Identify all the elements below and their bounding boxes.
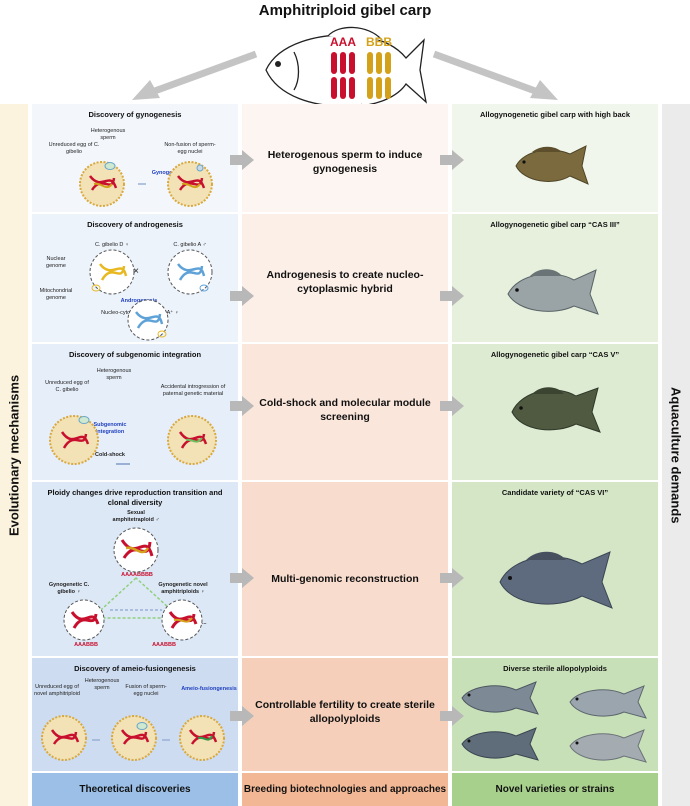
sterile-fish-a xyxy=(461,681,539,715)
biotech-text-4: Multi-genomic reconstruction xyxy=(271,573,419,585)
sterile-fish-b xyxy=(569,685,647,719)
dots-label-4: ...... xyxy=(197,620,207,626)
nuclear-label-2: Nuclear genome xyxy=(46,256,66,269)
theory-cell-3: Discovery of subgenomic integration Unre… xyxy=(32,344,238,480)
variety-title-1: Allogynogenetic gibel carp with high bac… xyxy=(479,110,631,119)
sperm-label-5: Heterogenous sperm xyxy=(84,678,120,691)
process-label-2: Androgenesis xyxy=(120,298,158,304)
arrow-right-icon-1b xyxy=(440,150,464,170)
fish-photo-3 xyxy=(511,387,601,433)
ploidy-illustrations xyxy=(63,527,203,641)
arrow-top-right-icon xyxy=(432,50,558,100)
arrow-right-icon-3b xyxy=(440,396,464,416)
male-label-2: C. gibelio A ♂ xyxy=(173,242,207,248)
right-side-label: Aquaculture demands xyxy=(668,386,684,524)
fish-photo-1 xyxy=(515,145,589,185)
theory-title-3: Discovery of subgenomic integration xyxy=(68,350,202,359)
sperm-label-3: Heterogenous sperm xyxy=(96,368,132,381)
theory-cell-5: Discovery of ameio-fusiongenesis Unreduc… xyxy=(32,658,238,771)
biotech-cell-5: Controllable fertility to create sterile… xyxy=(242,658,448,771)
fish-photos-5 xyxy=(461,681,647,763)
cross-symbol-2: × xyxy=(133,266,139,277)
arrow-right-icon-2b xyxy=(440,286,464,306)
diagram-title: Amphitriploid gibel carp xyxy=(258,2,432,19)
footer-right: Novel varieties or strains xyxy=(452,773,658,806)
process-label-1: Gynogenesis xyxy=(151,170,187,176)
gyno-label-4b: Gynogenetic novel amphitriploids ♀ xyxy=(158,582,208,595)
biotech-text-3: Cold-shock and molecular module screenin… xyxy=(259,397,431,424)
theory-title-1: Discovery of gynogenesis xyxy=(88,110,182,119)
variety-title-4: Candidate variety of “CAS VI” xyxy=(501,488,609,497)
process-label-3: Subgenomic integration xyxy=(93,422,127,435)
sperm-label-1: Heterogenous sperm xyxy=(90,128,126,141)
theory-cell-2: Discovery of androgenesis C. gibelio D ♀… xyxy=(32,214,238,342)
arrow-right-icon-4a xyxy=(230,568,254,588)
egg-label-5: Unreduced egg of novel amphitriploid xyxy=(34,684,80,697)
subgenomic-illustrations xyxy=(49,415,217,465)
sterile-fish-c xyxy=(461,727,539,761)
variety-cell-5: Diverse sterile allopolyploids xyxy=(452,658,658,771)
biotech-cell-2: Androgenesis to create nucleo-cytoplasmi… xyxy=(242,214,448,342)
genome-label-aaa: AAA xyxy=(330,35,356,49)
left-side-panel: Evolutionary mechanisms xyxy=(0,104,28,806)
top-fish-illustration: AAA BBB xyxy=(265,26,427,111)
sterile-fish-d xyxy=(569,729,647,763)
fish-photo-4 xyxy=(499,551,613,609)
arrow-right-icon-4b xyxy=(440,568,464,588)
variety-cell-3: Allogynogenetic gibel carp “CAS V” xyxy=(452,344,658,480)
variety-title-2: Allogynogenetic gibel carp “CAS III” xyxy=(490,220,620,229)
arrow-right-icon-5a xyxy=(230,706,254,726)
introgression-label-3: Accidental introgression of paternal gen… xyxy=(160,384,226,397)
biotech-cell-4: Multi-genomic reconstruction xyxy=(242,482,448,656)
arrow-right-icon-3a xyxy=(230,396,254,416)
shock-label-3: Cold-shock xyxy=(95,452,125,458)
arrow-right-icon-5b xyxy=(440,706,464,726)
variety-title-5: Diverse sterile allopolyploids xyxy=(503,664,607,673)
chromosomes-aaa xyxy=(331,52,355,99)
theory-cell-1: Discovery of gynogenesis Unreduced egg o… xyxy=(32,104,238,212)
variety-cell-4: Candidate variety of “CAS VI” xyxy=(452,482,658,656)
footer-middle: Breeding biotechnologies and approaches xyxy=(242,773,448,806)
arrow-right-icon-2a xyxy=(230,286,254,306)
ameio-illustrations xyxy=(41,715,225,761)
seq-label-4b: AAABBB xyxy=(74,642,98,648)
mito-label-2: Mitochondrial genome xyxy=(39,288,73,301)
theory-title-2: Discovery of androgenesis xyxy=(87,220,183,229)
chromosomes-bbb xyxy=(367,52,391,99)
variety-cell-1: Allogynogenetic gibel carp with high bac… xyxy=(452,104,658,212)
gyno-egg-illustrations xyxy=(79,161,213,207)
egg-label-3: Unreduced egg of C. gibelio xyxy=(45,380,89,393)
arrow-top-left-icon xyxy=(132,50,258,100)
right-side-panel: Aquaculture demands xyxy=(662,104,690,806)
andro-illustrations xyxy=(89,249,213,341)
female-label-2: C. gibelio D ♀ xyxy=(94,242,130,248)
nonfusion-label-1: Non-fusion of sperm-egg nuclei xyxy=(164,142,216,155)
variety-title-3: Allogynogenetic gibel carp “CAS V” xyxy=(490,350,620,359)
biotech-cell-1: Heterogenous sperm to induce gynogenesis xyxy=(242,104,448,212)
seq-label-4c: AAABBB xyxy=(152,642,176,648)
theory-cell-4: Ploidy changes drive reproduction transi… xyxy=(32,482,238,656)
theory-title-4: Ploidy changes drive reproduction transi… xyxy=(47,488,223,508)
genome-label-bbb: BBB xyxy=(366,35,392,49)
gyno-label-4a: Gynogenetic C. gibelio ♀ xyxy=(48,582,90,595)
egg-label-1: Unreduced egg of C. gibelio xyxy=(48,142,100,155)
biotech-text-2: Androgenesis to create nucleo-cytoplasmi… xyxy=(266,269,424,296)
process-label-5: Ameio-fusiongenesis xyxy=(181,686,237,692)
theory-title-5: Discovery of ameio-fusiongenesis xyxy=(74,664,196,673)
fusion-label-5: Fusion of sperm-egg nuclei xyxy=(125,684,167,697)
arrow-right-icon-1a xyxy=(230,150,254,170)
biotech-text-1: Heterogenous sperm to induce gynogenesis xyxy=(267,149,423,176)
biotech-text-5: Controllable fertility to create sterile… xyxy=(255,699,435,726)
fish-photo-2 xyxy=(507,269,599,315)
footer-left: Theoretical discoveries xyxy=(32,773,238,806)
variety-cell-2: Allogynogenetic gibel carp “CAS III” xyxy=(452,214,658,342)
biotech-cell-3: Cold-shock and molecular module screenin… xyxy=(242,344,448,480)
sexual-label-4: Sexual amphitetraploid ♂ xyxy=(112,510,160,523)
seq-label-4a: AAAABBBB xyxy=(121,572,153,578)
left-side-label: Evolutionary mechanisms xyxy=(6,374,22,536)
